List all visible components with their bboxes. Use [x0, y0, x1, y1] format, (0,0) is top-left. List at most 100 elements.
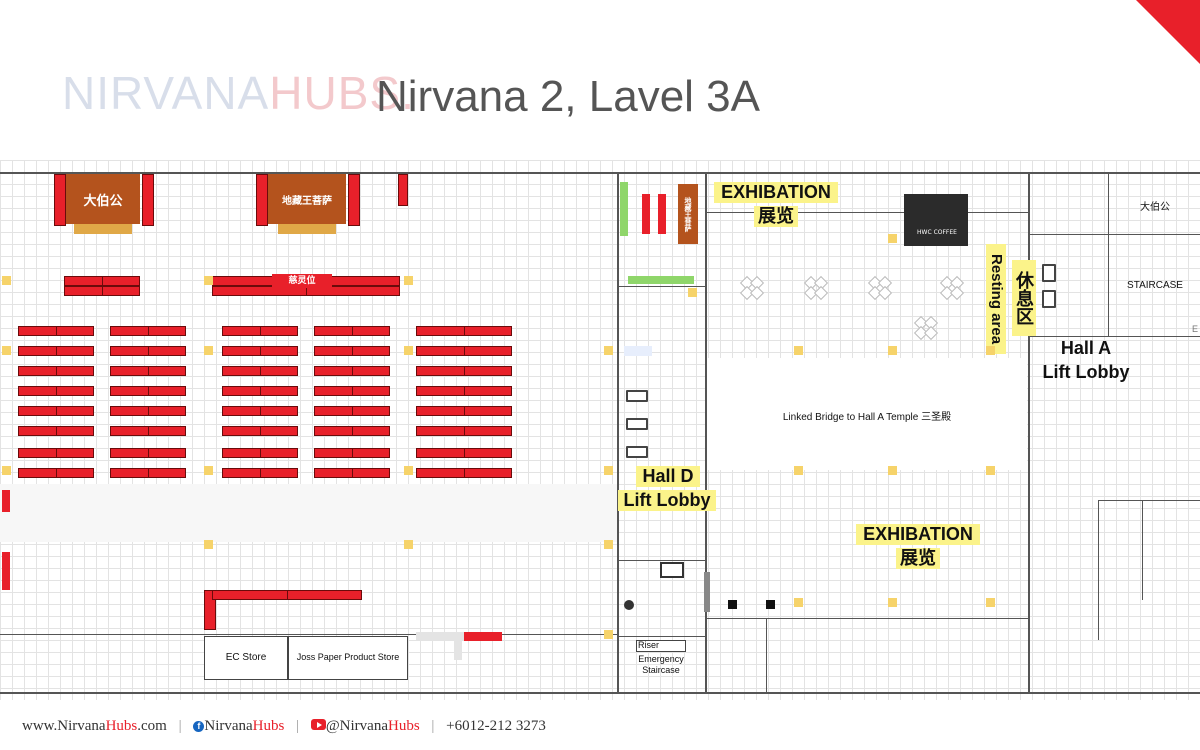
shrine-left: 大伯公 [66, 174, 140, 224]
page-title: Nirvana 2, Lavel 3A [376, 72, 760, 121]
seat-row [64, 286, 140, 296]
column-marker [204, 466, 213, 475]
youtube-icon [310, 719, 326, 730]
table-icon [913, 315, 939, 341]
plan-wall-hall-a [1030, 234, 1200, 235]
ec-store[interactable] [204, 636, 288, 680]
column-marker [888, 466, 897, 475]
column-marker [404, 346, 413, 355]
row-sign: 慈灵位 [272, 274, 332, 288]
youtube-hubs: Hubs [387, 718, 420, 734]
table-icon [739, 275, 765, 301]
column-marker [794, 466, 803, 475]
brand-logo-dot: . [401, 67, 415, 119]
seat-row [416, 468, 512, 478]
website-prefix: www.Nirvana [22, 718, 106, 734]
seat-row [110, 426, 186, 436]
column-marker [2, 276, 11, 285]
website-link[interactable]: www.NirvanaHubs.com [22, 718, 167, 734]
hall-a-label-1: Hall A [1060, 338, 1112, 358]
plan-wall-bottom [0, 692, 1200, 694]
black-marker [766, 600, 775, 609]
seat-row [110, 448, 186, 458]
seat-row [18, 326, 94, 336]
shrine-middle-base [278, 224, 336, 234]
plan-wall-hall-d [619, 286, 705, 287]
red-post [642, 194, 650, 234]
seat-row [314, 448, 390, 458]
riser-box [636, 640, 686, 652]
seat-row [110, 468, 186, 478]
column-marker [404, 466, 413, 475]
plan-wall-right-inner [1142, 500, 1143, 600]
joss-paper-store-label: Joss Paper Product Store [296, 652, 400, 662]
column-marker [604, 630, 613, 639]
column-marker [986, 466, 995, 475]
seat-row [222, 366, 298, 376]
seat-row [222, 326, 298, 336]
column-marker [404, 276, 413, 285]
column-marker [2, 466, 11, 475]
joss-paper-store[interactable] [288, 636, 408, 680]
plan-wall-staircase [1108, 174, 1109, 336]
lift-box [660, 562, 684, 578]
brand-logo: NIRVANAHUBS. [62, 66, 415, 120]
exhibition-top-label-cn: 展览 [754, 206, 798, 227]
edge-letter: E [1192, 324, 1199, 334]
column-marker [688, 288, 697, 297]
coffee-kiosk [904, 194, 968, 246]
shrine-middle-pillar [256, 174, 268, 226]
red-post [398, 174, 408, 206]
seat-row [222, 448, 298, 458]
seat-row [110, 366, 186, 376]
seat-row [314, 406, 390, 416]
seat-row [18, 426, 94, 436]
seat-row [110, 346, 186, 356]
right-room-label: 大伯公 [1140, 202, 1170, 213]
plan-wall-right-lower-v [1098, 500, 1099, 640]
bridge-label: Linked Bridge to Hall A Temple 三圣殿 [782, 412, 952, 423]
youtube-link[interactable]: @NirvanaHubs [310, 718, 420, 734]
plan-wall-lower-v [766, 618, 767, 694]
column-marker [204, 540, 213, 549]
plan-wall-lower [707, 618, 1029, 619]
shrine-middle-pillar [348, 174, 360, 226]
shrine-left-pillar [142, 174, 154, 226]
main-aisle [0, 484, 617, 542]
corner-accent [1136, 0, 1200, 64]
emergency-label-1: Emergency [638, 654, 684, 664]
plan-wall-right-lower [1098, 500, 1200, 501]
seat-row [416, 346, 512, 356]
seat-row [110, 406, 186, 416]
seat-column [204, 590, 216, 630]
website-suffix: .com [137, 718, 167, 734]
column-marker [888, 598, 897, 607]
seat-row [110, 326, 186, 336]
riser-label: Riser [638, 640, 660, 650]
seat-row [416, 448, 512, 458]
red-edge [2, 552, 10, 590]
staircase-label: STAIRCASE [1127, 280, 1183, 291]
shrine-left-base [74, 224, 132, 234]
red-post [658, 194, 666, 234]
shrine-middle: 地藏王菩萨 [268, 174, 346, 224]
column-marker [404, 540, 413, 549]
toilet-icon [624, 600, 634, 610]
plan-wall-corridor [705, 174, 707, 694]
hall-d-label-1: Hall D [636, 466, 700, 487]
seat-row [222, 386, 298, 396]
bench [626, 446, 648, 458]
seat-row [18, 468, 94, 478]
separator: | [431, 718, 435, 734]
shrine-left-pillar [54, 174, 66, 226]
bench [626, 418, 648, 430]
blue-pad [624, 346, 652, 356]
seat-row [416, 386, 512, 396]
seat-row [314, 326, 390, 336]
black-marker [728, 600, 737, 609]
ec-store-label: EC Store [225, 652, 267, 663]
exhibition-bottom-label-en: EXHIBATION [856, 524, 980, 545]
seat-row [314, 386, 390, 396]
seat-row [212, 590, 362, 600]
